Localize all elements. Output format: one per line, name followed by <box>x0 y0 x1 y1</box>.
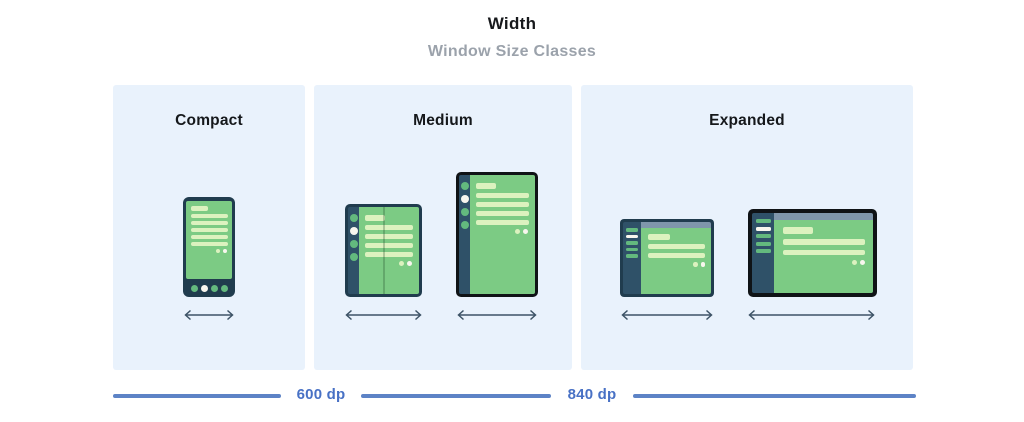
action-dot-icon <box>693 262 698 267</box>
action-dots <box>641 262 705 267</box>
rail-dot-icon <box>349 227 358 235</box>
width-arrow-icon <box>345 309 422 321</box>
main-pane <box>774 213 873 293</box>
action-dot-icon <box>860 260 865 265</box>
nav-rail <box>348 207 359 294</box>
action-dot-icon <box>852 260 857 265</box>
content-pane <box>641 228 711 294</box>
panel-medium-label: Medium <box>413 112 473 129</box>
menu-line-placeholder <box>755 226 771 231</box>
menu-line-placeholder <box>626 228 638 232</box>
app-top-bar <box>774 213 873 220</box>
title-line-placeholder <box>365 215 385 221</box>
foldable-mockup <box>345 204 422 297</box>
axis-line-segment <box>361 394 551 398</box>
tablet-screen <box>470 175 535 294</box>
action-dot-icon <box>223 249 227 253</box>
tablet-landscape-mockup <box>620 219 714 297</box>
text-line-placeholder <box>191 214 228 218</box>
sidebar-menu <box>623 222 641 294</box>
phone-nav-bar <box>183 283 235 293</box>
action-dot-icon <box>399 261 404 266</box>
title-line-placeholder <box>783 227 813 234</box>
text-line-placeholder <box>648 244 705 249</box>
phone-mockup <box>183 197 235 297</box>
rail-dot-icon <box>460 195 469 203</box>
action-dots <box>359 261 412 266</box>
menu-line-placeholder <box>755 234 771 238</box>
content-pane <box>774 220 873 293</box>
action-dots <box>186 249 227 253</box>
figure-header: Width Window Size Classes <box>0 14 1024 61</box>
action-dot-icon <box>515 229 520 234</box>
panel-expanded: Expanded <box>581 85 913 370</box>
foldable-screen <box>359 207 419 294</box>
text-line-placeholder <box>365 252 413 257</box>
action-dot-icon <box>700 262 705 267</box>
nav-dot-icon <box>190 284 198 292</box>
tablet-portrait-mockup <box>456 172 538 297</box>
fold-hinge-line <box>383 207 385 294</box>
desktop-window-mockup <box>748 209 877 297</box>
text-line-placeholder <box>191 221 228 225</box>
text-line-placeholder <box>476 202 529 207</box>
title-line-placeholder <box>648 234 670 240</box>
action-dot-icon <box>407 261 412 266</box>
panel-compact-label: Compact <box>175 112 243 129</box>
rail-dot-icon <box>460 208 469 216</box>
text-line-placeholder <box>648 253 705 258</box>
app-top-bar <box>641 222 711 228</box>
menu-line-placeholder <box>626 254 638 258</box>
text-line-placeholder <box>783 239 865 245</box>
nav-dot-icon <box>220 284 228 292</box>
breakpoint-600dp-label: 600 dp <box>296 386 346 403</box>
panel-compact: Compact <box>113 85 305 370</box>
title-line-placeholder <box>191 206 208 211</box>
text-line-placeholder <box>476 220 529 225</box>
action-dot-icon <box>216 249 220 253</box>
menu-line-placeholder <box>626 247 638 251</box>
text-line-placeholder <box>365 243 413 248</box>
width-arrow-icon <box>621 309 713 321</box>
axis-line-segment <box>633 394 916 398</box>
text-line-placeholder <box>476 193 529 198</box>
sidebar-menu <box>752 213 774 293</box>
rail-dot-icon <box>460 221 469 229</box>
menu-line-placeholder <box>755 219 771 223</box>
action-dots <box>774 260 865 265</box>
menu-line-placeholder <box>755 249 771 253</box>
action-dot-icon <box>523 229 528 234</box>
title-line-placeholder <box>476 183 496 189</box>
text-line-placeholder <box>783 249 865 255</box>
nav-dot-icon <box>210 284 218 292</box>
axis-line-segment <box>113 394 281 398</box>
main-pane <box>641 222 711 294</box>
breakpoint-840dp-label: 840 dp <box>567 386 617 403</box>
action-dots <box>470 229 528 234</box>
panel-medium: Medium <box>314 85 572 370</box>
text-line-placeholder <box>365 234 413 239</box>
phone-screen <box>186 201 232 279</box>
figure-title: Width <box>487 14 537 33</box>
text-line-placeholder <box>476 211 529 216</box>
text-line-placeholder <box>365 225 413 230</box>
width-arrow-icon <box>748 309 875 321</box>
nav-dot-icon <box>200 284 208 292</box>
text-line-placeholder <box>191 235 228 239</box>
rail-dot-icon <box>349 253 358 261</box>
rail-dot-icon <box>349 214 358 222</box>
panel-expanded-label: Expanded <box>709 112 785 129</box>
menu-line-placeholder <box>626 241 638 245</box>
rail-dot-icon <box>349 240 358 248</box>
nav-rail <box>459 175 470 294</box>
text-line-placeholder <box>191 228 228 232</box>
menu-line-placeholder <box>755 241 771 246</box>
width-arrow-icon <box>184 309 234 321</box>
rail-dot-icon <box>460 182 469 190</box>
width-arrow-icon <box>457 309 537 321</box>
figure-subtitle: Window Size Classes <box>427 43 597 60</box>
menu-line-placeholder <box>626 234 638 238</box>
text-line-placeholder <box>191 242 228 246</box>
